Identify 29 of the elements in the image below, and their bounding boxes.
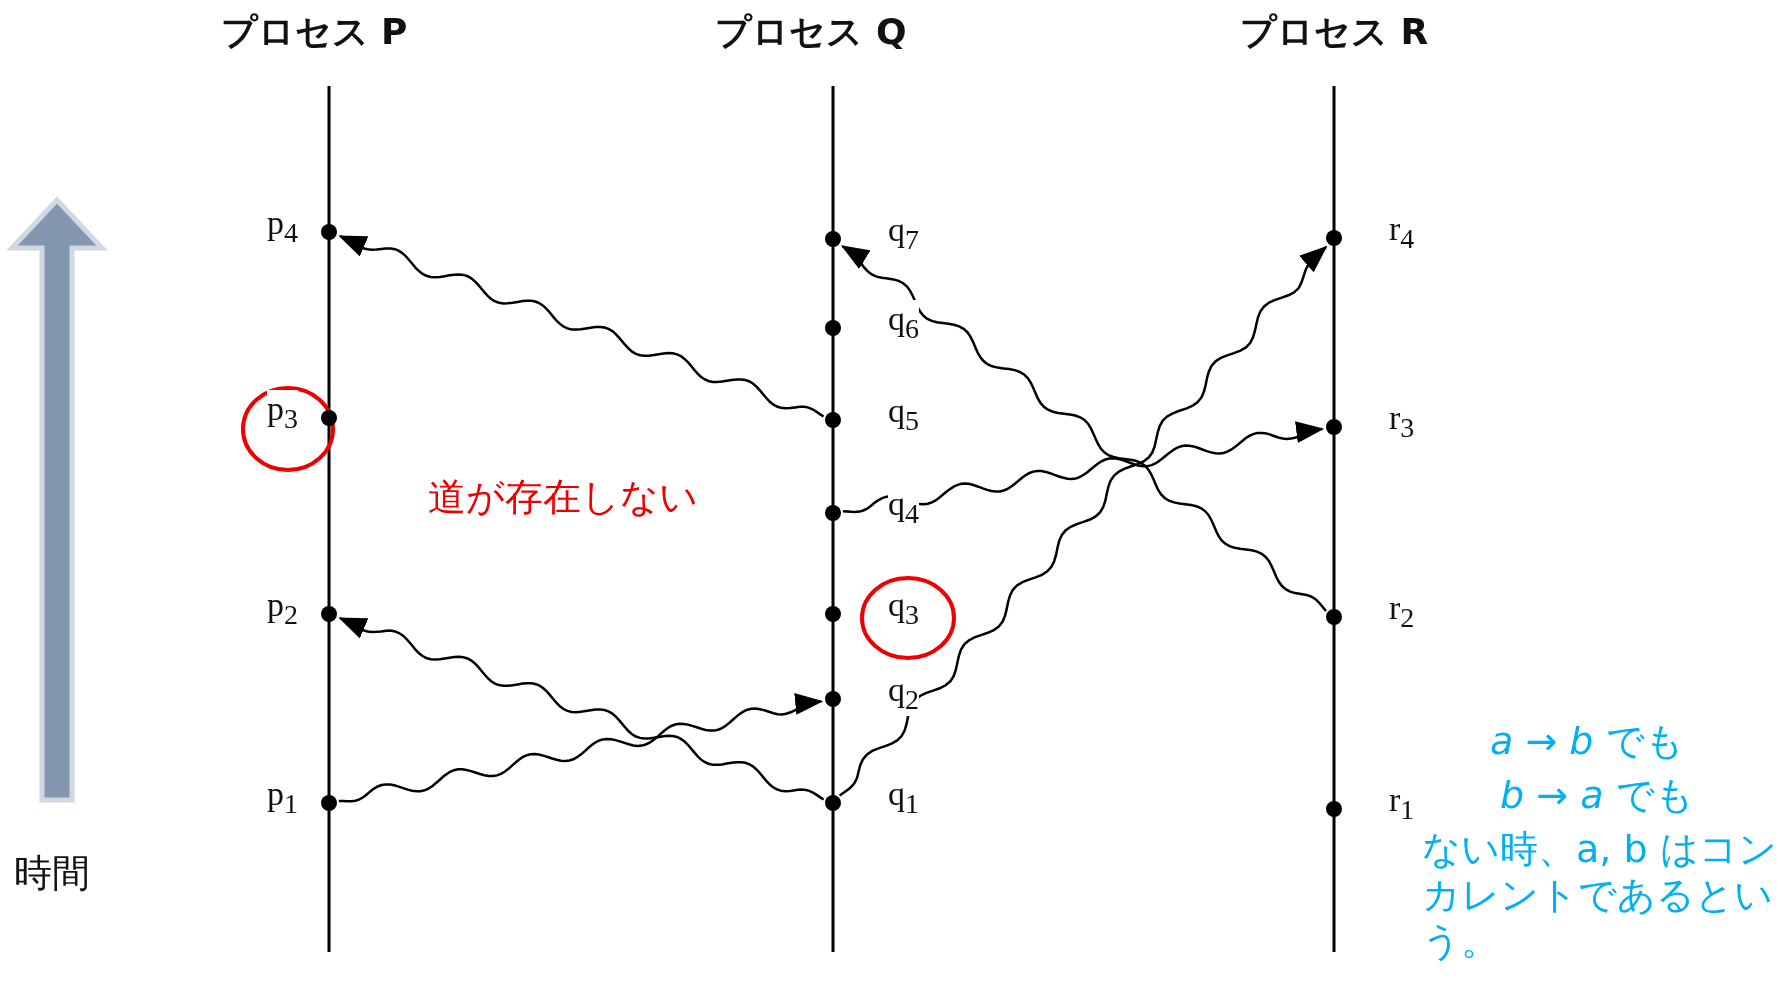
event-dot — [825, 505, 841, 521]
event-dot — [1326, 801, 1342, 817]
event-dot — [825, 606, 841, 622]
event-dot — [1326, 230, 1342, 246]
event-dot — [825, 691, 841, 707]
note-text: b → a でも — [1500, 772, 1694, 819]
message-arrow — [338, 235, 825, 418]
event-dot — [321, 795, 337, 811]
message-arrow — [842, 421, 1325, 514]
process-heading: プロセス Q — [715, 10, 907, 54]
message-arrow — [338, 617, 825, 801]
event-dot — [825, 412, 841, 428]
event-dot — [321, 606, 337, 622]
note-text: a → b でも — [1490, 718, 1684, 765]
event-dot — [825, 320, 841, 336]
event-dot — [825, 231, 841, 247]
note-text: ない時、a, b はコンカレントであるという。 — [1422, 826, 1778, 964]
annotation-text: 道が存在しない — [428, 474, 698, 521]
event-dot — [321, 410, 337, 426]
process-heading: プロセス P — [220, 10, 408, 54]
message-arrow — [338, 693, 824, 803]
event-dot — [321, 224, 337, 240]
message-arrow — [838, 245, 1328, 797]
axis-label: 時間 — [14, 850, 90, 897]
event-dot — [1326, 419, 1342, 435]
message-arrow — [840, 245, 1327, 612]
process-heading: プロセス R — [1239, 10, 1429, 54]
event-dot — [1326, 609, 1342, 625]
event-dot — [825, 795, 841, 811]
